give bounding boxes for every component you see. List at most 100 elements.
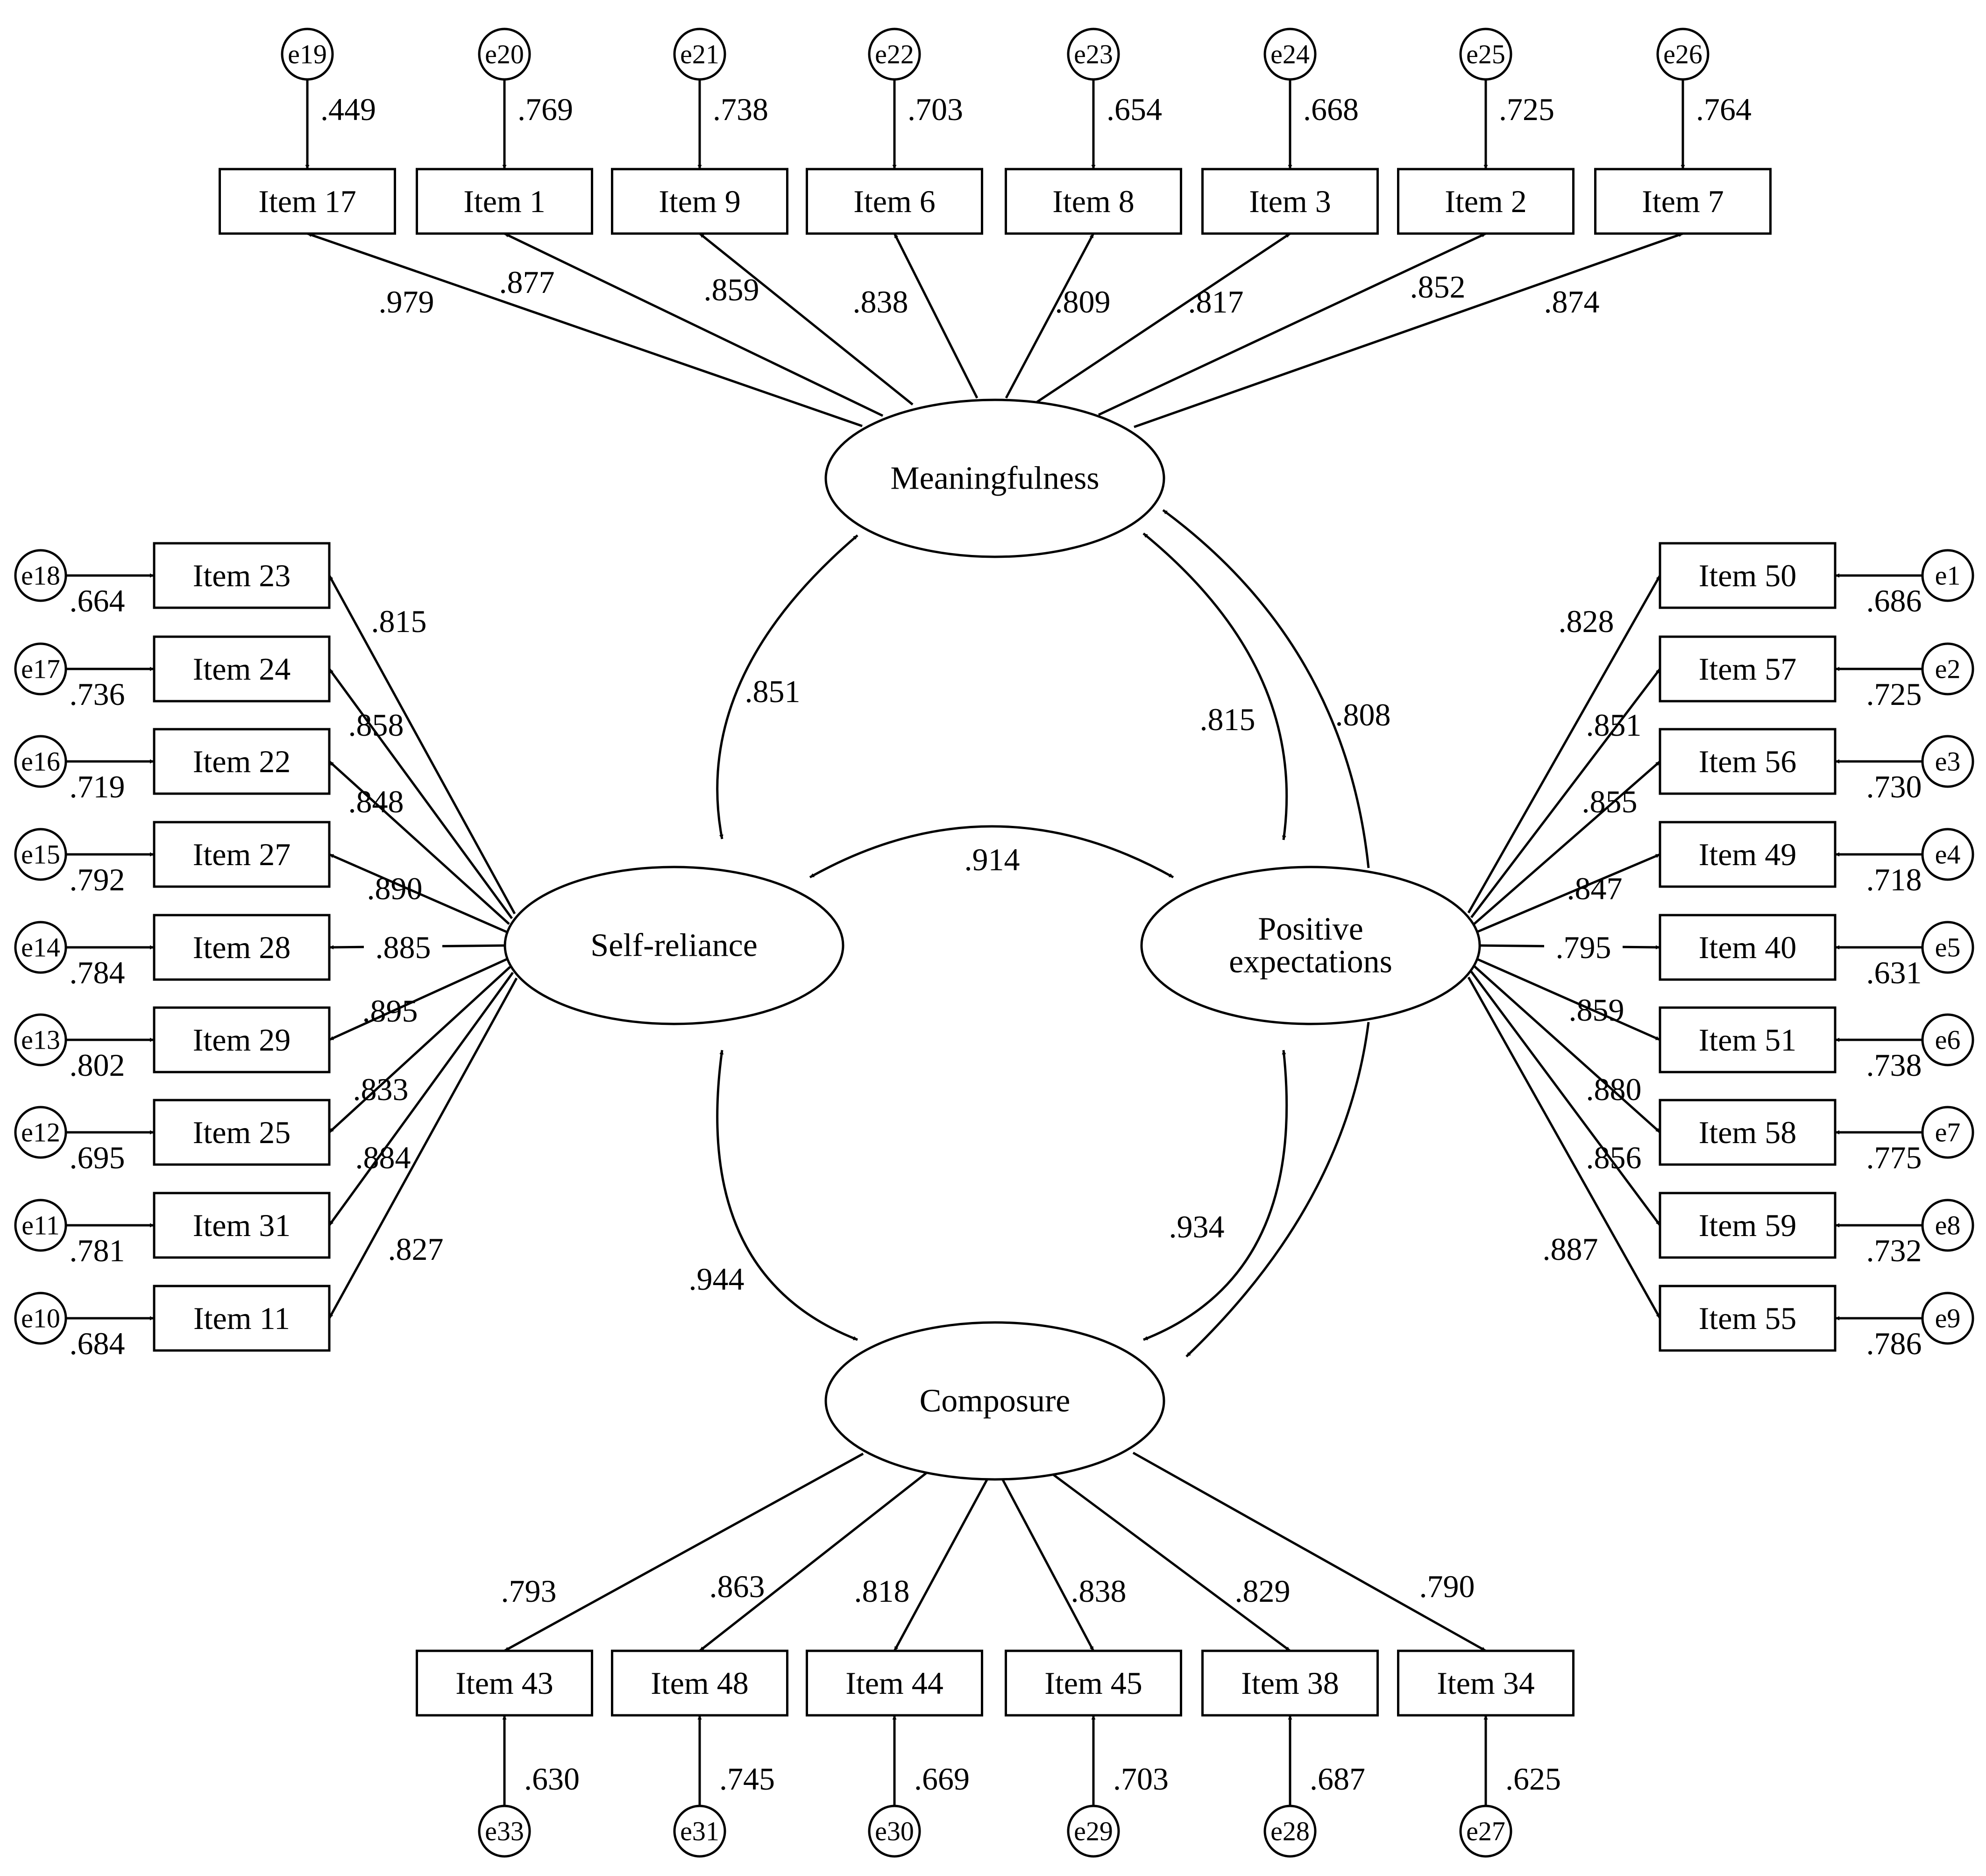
error-circle — [1921, 1199, 1974, 1252]
loading-arrow — [328, 966, 511, 1133]
loading-arrow — [893, 233, 979, 399]
item-box — [1659, 1192, 1837, 1259]
loading-value: .885 — [376, 930, 431, 965]
error-circle — [1921, 1013, 1974, 1066]
error-circle — [1921, 1106, 1974, 1159]
error-label: e9 — [1935, 1303, 1961, 1334]
item-label: Item 56 — [1699, 744, 1797, 779]
error-value: .684 — [70, 1326, 125, 1361]
error-label: e28 — [1270, 1816, 1310, 1847]
correlation-arrow — [716, 1050, 858, 1341]
loading-arrow — [504, 1452, 864, 1652]
path-arrow — [1162, 509, 1370, 868]
error-circle — [1263, 1805, 1317, 1858]
loading-value: .829 — [1235, 1573, 1291, 1609]
correlation-arrow — [1142, 533, 1288, 840]
loading-value: .790 — [1419, 1569, 1475, 1604]
error-circle — [1921, 828, 1974, 881]
item-label: Item 44 — [845, 1665, 943, 1701]
item-box — [1659, 821, 1837, 888]
item-box — [611, 168, 788, 235]
item-box — [219, 168, 396, 235]
factor-label-self: Self-reliance — [590, 928, 758, 964]
loading-value: .847 — [1567, 871, 1623, 906]
loading-value: .859 — [1569, 992, 1624, 1028]
error-label: e11 — [21, 1210, 60, 1241]
error-label: e16 — [21, 746, 60, 777]
item-box — [1201, 168, 1379, 235]
item-label: Item 24 — [193, 651, 291, 687]
error-value: .792 — [70, 862, 125, 897]
error-circle — [14, 735, 67, 788]
loading-arrow — [1134, 232, 1683, 428]
loading-arrow — [1475, 957, 1661, 1041]
error-label: e3 — [1935, 746, 1961, 777]
error-circle — [1656, 28, 1709, 81]
loading-arrow — [1132, 1451, 1487, 1652]
error-value: .687 — [1310, 1761, 1365, 1797]
item-label: Item 27 — [193, 837, 291, 872]
error-circle — [478, 1805, 531, 1858]
error-value: .703 — [1113, 1761, 1169, 1797]
item-label: Item 23 — [193, 558, 291, 593]
loading-value: .877 — [499, 264, 555, 300]
item-box — [416, 168, 593, 235]
error-label: e22 — [875, 39, 914, 70]
item-box — [1659, 635, 1837, 703]
error-circle — [1921, 735, 1974, 788]
error-circle — [478, 28, 531, 81]
error-circle — [673, 1805, 726, 1858]
loading-arrow — [1475, 853, 1660, 934]
loading-value: .874 — [1544, 284, 1600, 320]
error-value: .630 — [524, 1761, 580, 1797]
error-label: e6 — [1935, 1025, 1961, 1055]
correlation-value: .944 — [689, 1261, 745, 1297]
correlation-value: .934 — [1169, 1209, 1225, 1244]
error-label: e24 — [1270, 39, 1310, 70]
error-label: e19 — [288, 39, 327, 70]
error-value: .730 — [1866, 769, 1922, 804]
loading-value: .880 — [1586, 1072, 1642, 1107]
error-label: e33 — [485, 1816, 524, 1847]
loading-arrow — [1470, 971, 1661, 1226]
item-label: Item 9 — [659, 184, 741, 219]
loading-arrow — [1001, 1478, 1095, 1652]
error-circle — [14, 549, 67, 602]
factor-label-comp: Composure — [920, 1383, 1071, 1419]
error-label: e13 — [21, 1025, 60, 1055]
loading-value: .884 — [355, 1140, 411, 1175]
item-box — [806, 168, 983, 235]
loading-value: .793 — [501, 1573, 557, 1609]
error-value: .784 — [70, 955, 125, 990]
error-circle — [281, 28, 334, 81]
item-box — [1005, 1649, 1182, 1717]
correlation-arrow — [716, 534, 858, 839]
loading-arrow — [1035, 232, 1291, 404]
loading-arrow — [1473, 760, 1661, 925]
item-label: Item 6 — [853, 184, 936, 219]
item-box — [1659, 1099, 1837, 1166]
loading-arrow — [328, 668, 513, 919]
error-label: e25 — [1466, 39, 1505, 70]
loading-value: .815 — [371, 604, 427, 639]
item-box — [153, 1192, 331, 1259]
error-label: e23 — [1074, 39, 1113, 70]
loading-arrow — [1052, 1473, 1291, 1652]
item-label: Item 59 — [1699, 1208, 1797, 1243]
error-value: .725 — [1866, 676, 1922, 712]
loading-value: .852 — [1410, 269, 1466, 305]
factor-self — [504, 866, 844, 1025]
loading-arrow — [1005, 233, 1095, 399]
error-value: .764 — [1696, 92, 1752, 127]
item-box — [153, 821, 331, 888]
error-circle — [1921, 921, 1974, 974]
error-circle — [14, 921, 67, 974]
item-label: Item 57 — [1699, 651, 1797, 687]
error-value: .732 — [1866, 1233, 1922, 1268]
item-label: Item 1 — [463, 184, 546, 219]
item-box — [153, 914, 331, 981]
item-label: Item 11 — [193, 1300, 290, 1336]
correlation-value: .914 — [965, 842, 1020, 877]
error-label: e14 — [21, 932, 60, 963]
loading-value: .833 — [353, 1072, 409, 1107]
